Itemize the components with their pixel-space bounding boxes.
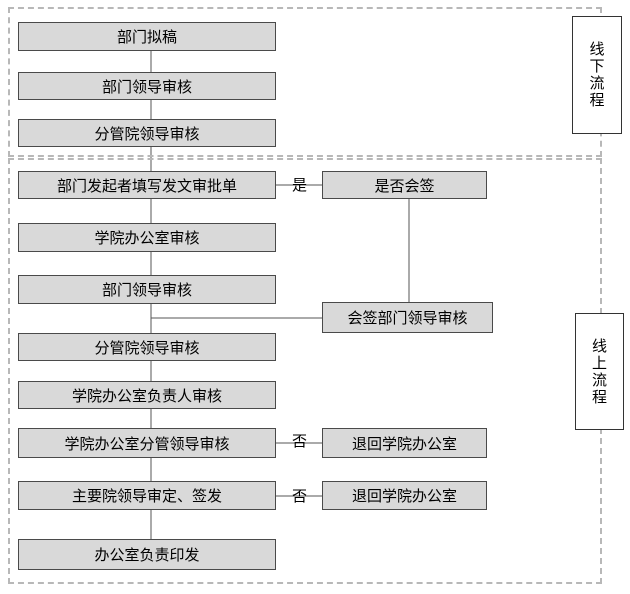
no-label-2: 否	[292, 487, 308, 505]
step-dean-approve-sign: 主要院领导审定、签发	[18, 481, 276, 510]
online-process-section	[8, 158, 602, 584]
step-online-department-leader-review: 部门领导审核	[18, 275, 276, 304]
decision-countersign: 是否会签	[322, 171, 487, 199]
online-process-label: 线上流程	[575, 313, 624, 430]
return-to-college-office-2: 退回学院办公室	[322, 481, 487, 510]
step-office-supervisor-review: 学院办公室分管领导审核	[18, 428, 276, 458]
no-label-1: 否	[292, 432, 308, 450]
yes-label: 是	[292, 176, 308, 194]
step-department-draft: 部门拟稿	[18, 22, 276, 51]
step-office-head-review: 学院办公室负责人审核	[18, 381, 276, 409]
step-fill-approval-form: 部门发起者填写发文审批单	[18, 171, 276, 199]
step-college-office-review: 学院办公室审核	[18, 223, 276, 252]
step-vice-dean-review: 分管院领导审核	[18, 119, 276, 147]
return-to-college-office-1: 退回学院办公室	[322, 428, 487, 458]
step-department-leader-review: 部门领导审核	[18, 72, 276, 100]
step-countersign-leader-review: 会签部门领导审核	[322, 302, 493, 333]
offline-process-label: 线下流程	[572, 16, 622, 134]
step-online-vice-dean-review: 分管院领导审核	[18, 333, 276, 361]
step-office-issue: 办公室负责印发	[18, 539, 276, 570]
